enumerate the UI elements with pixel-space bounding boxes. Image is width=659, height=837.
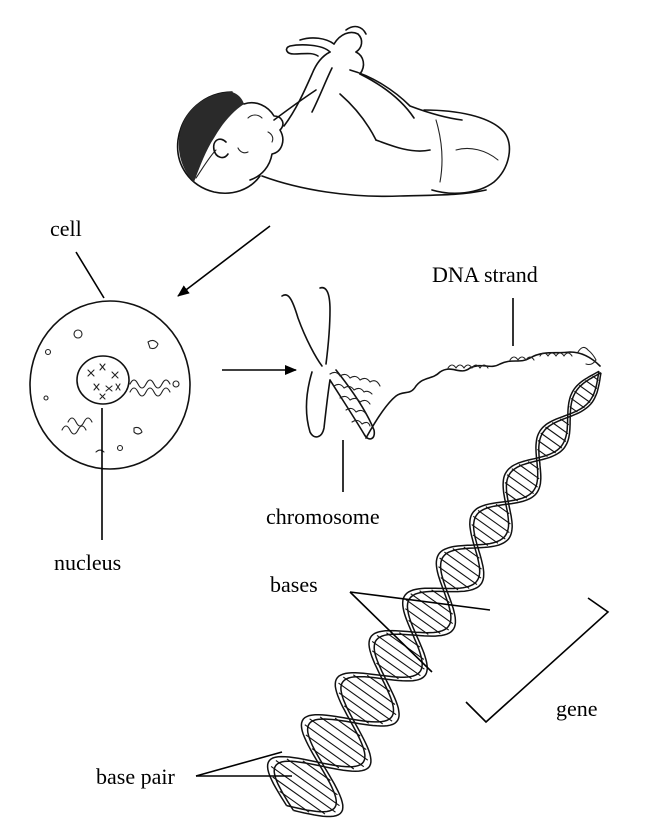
helix-rung [592, 375, 599, 381]
helix-rung [376, 662, 399, 680]
helix-rung [343, 705, 370, 724]
helix-rung [371, 640, 421, 677]
helix-rung [511, 468, 538, 488]
helix-rung [309, 718, 369, 761]
label-nucleus: nucleus [54, 550, 122, 575]
helix-rung [452, 548, 482, 570]
helix-rung [371, 650, 412, 680]
pointer-bases-upper [349, 591, 491, 611]
helix-rung [342, 676, 397, 716]
cell-illustration [29, 300, 191, 470]
helix-rung [270, 765, 336, 813]
label-base-pair: base pair [96, 764, 175, 789]
arrow-baby-to-cell [177, 225, 271, 297]
helix-rung [472, 534, 489, 546]
helix-rung [366, 674, 391, 692]
helix-rung [560, 418, 570, 426]
chromosome-illustration [281, 286, 381, 440]
helix-rung [551, 422, 569, 435]
helix-rung [537, 448, 548, 458]
helix-rung [352, 674, 396, 705]
dna-strand-illustration [365, 346, 601, 439]
nucleus-shape [76, 355, 130, 405]
helix-rung [438, 566, 470, 589]
helix-rung [545, 426, 567, 442]
label-dna-strand: DNA strand [432, 262, 538, 287]
helix-rung [399, 632, 421, 648]
helix-backbone [266, 371, 600, 806]
helix-rung [570, 397, 585, 409]
helix-rung [471, 524, 499, 544]
helix-rung [275, 760, 340, 807]
pointer-bases-lower [349, 591, 433, 673]
helix-rung [527, 461, 540, 470]
helix-backbone [273, 372, 602, 811]
helix-rung [518, 464, 540, 480]
pointer-cell [75, 251, 105, 299]
label-gene: gene [556, 696, 598, 721]
dna-helix-illustration [266, 370, 602, 818]
pointer-base-pair-upper [195, 751, 283, 777]
helix-rung [431, 589, 450, 604]
helix-rung [504, 482, 528, 499]
helix-rung [302, 760, 331, 781]
helix-rung [405, 599, 450, 631]
baby-illustration [176, 25, 511, 198]
helix-rung [286, 758, 338, 796]
helix-rung [463, 546, 480, 559]
helix-rung [569, 406, 578, 413]
helix-rung [578, 384, 595, 397]
helix-rung [408, 619, 429, 635]
helix-rung [439, 557, 478, 586]
helix-rung [338, 682, 393, 722]
helix-rung [506, 474, 534, 495]
helix-rung [311, 748, 340, 769]
helix-rung [440, 577, 459, 591]
helix-rung [319, 716, 367, 751]
gene-bracket [465, 597, 610, 724]
helix-rung [279, 790, 310, 813]
helix-rung [272, 776, 326, 815]
helix-rung [444, 551, 482, 579]
helix-rung [574, 390, 591, 403]
helix-rung [540, 432, 563, 449]
helix-rung [477, 509, 510, 534]
helix-rung [305, 734, 355, 770]
helix-rung [585, 379, 598, 389]
label-bases: bases [270, 572, 318, 597]
helix-rung [334, 717, 361, 737]
helix-rung [338, 692, 384, 725]
helix-rung [472, 515, 506, 540]
helix-rung [410, 593, 454, 625]
helix-rung [376, 634, 425, 670]
helix-rung [304, 724, 365, 768]
helix-rung [485, 506, 511, 525]
label-chromosome: chromosome [266, 504, 380, 529]
helix-rung [495, 503, 510, 515]
helix-rung [405, 608, 441, 635]
label-cell: cell [50, 216, 82, 241]
helix-rung [537, 440, 557, 454]
helix-rung [504, 491, 519, 502]
